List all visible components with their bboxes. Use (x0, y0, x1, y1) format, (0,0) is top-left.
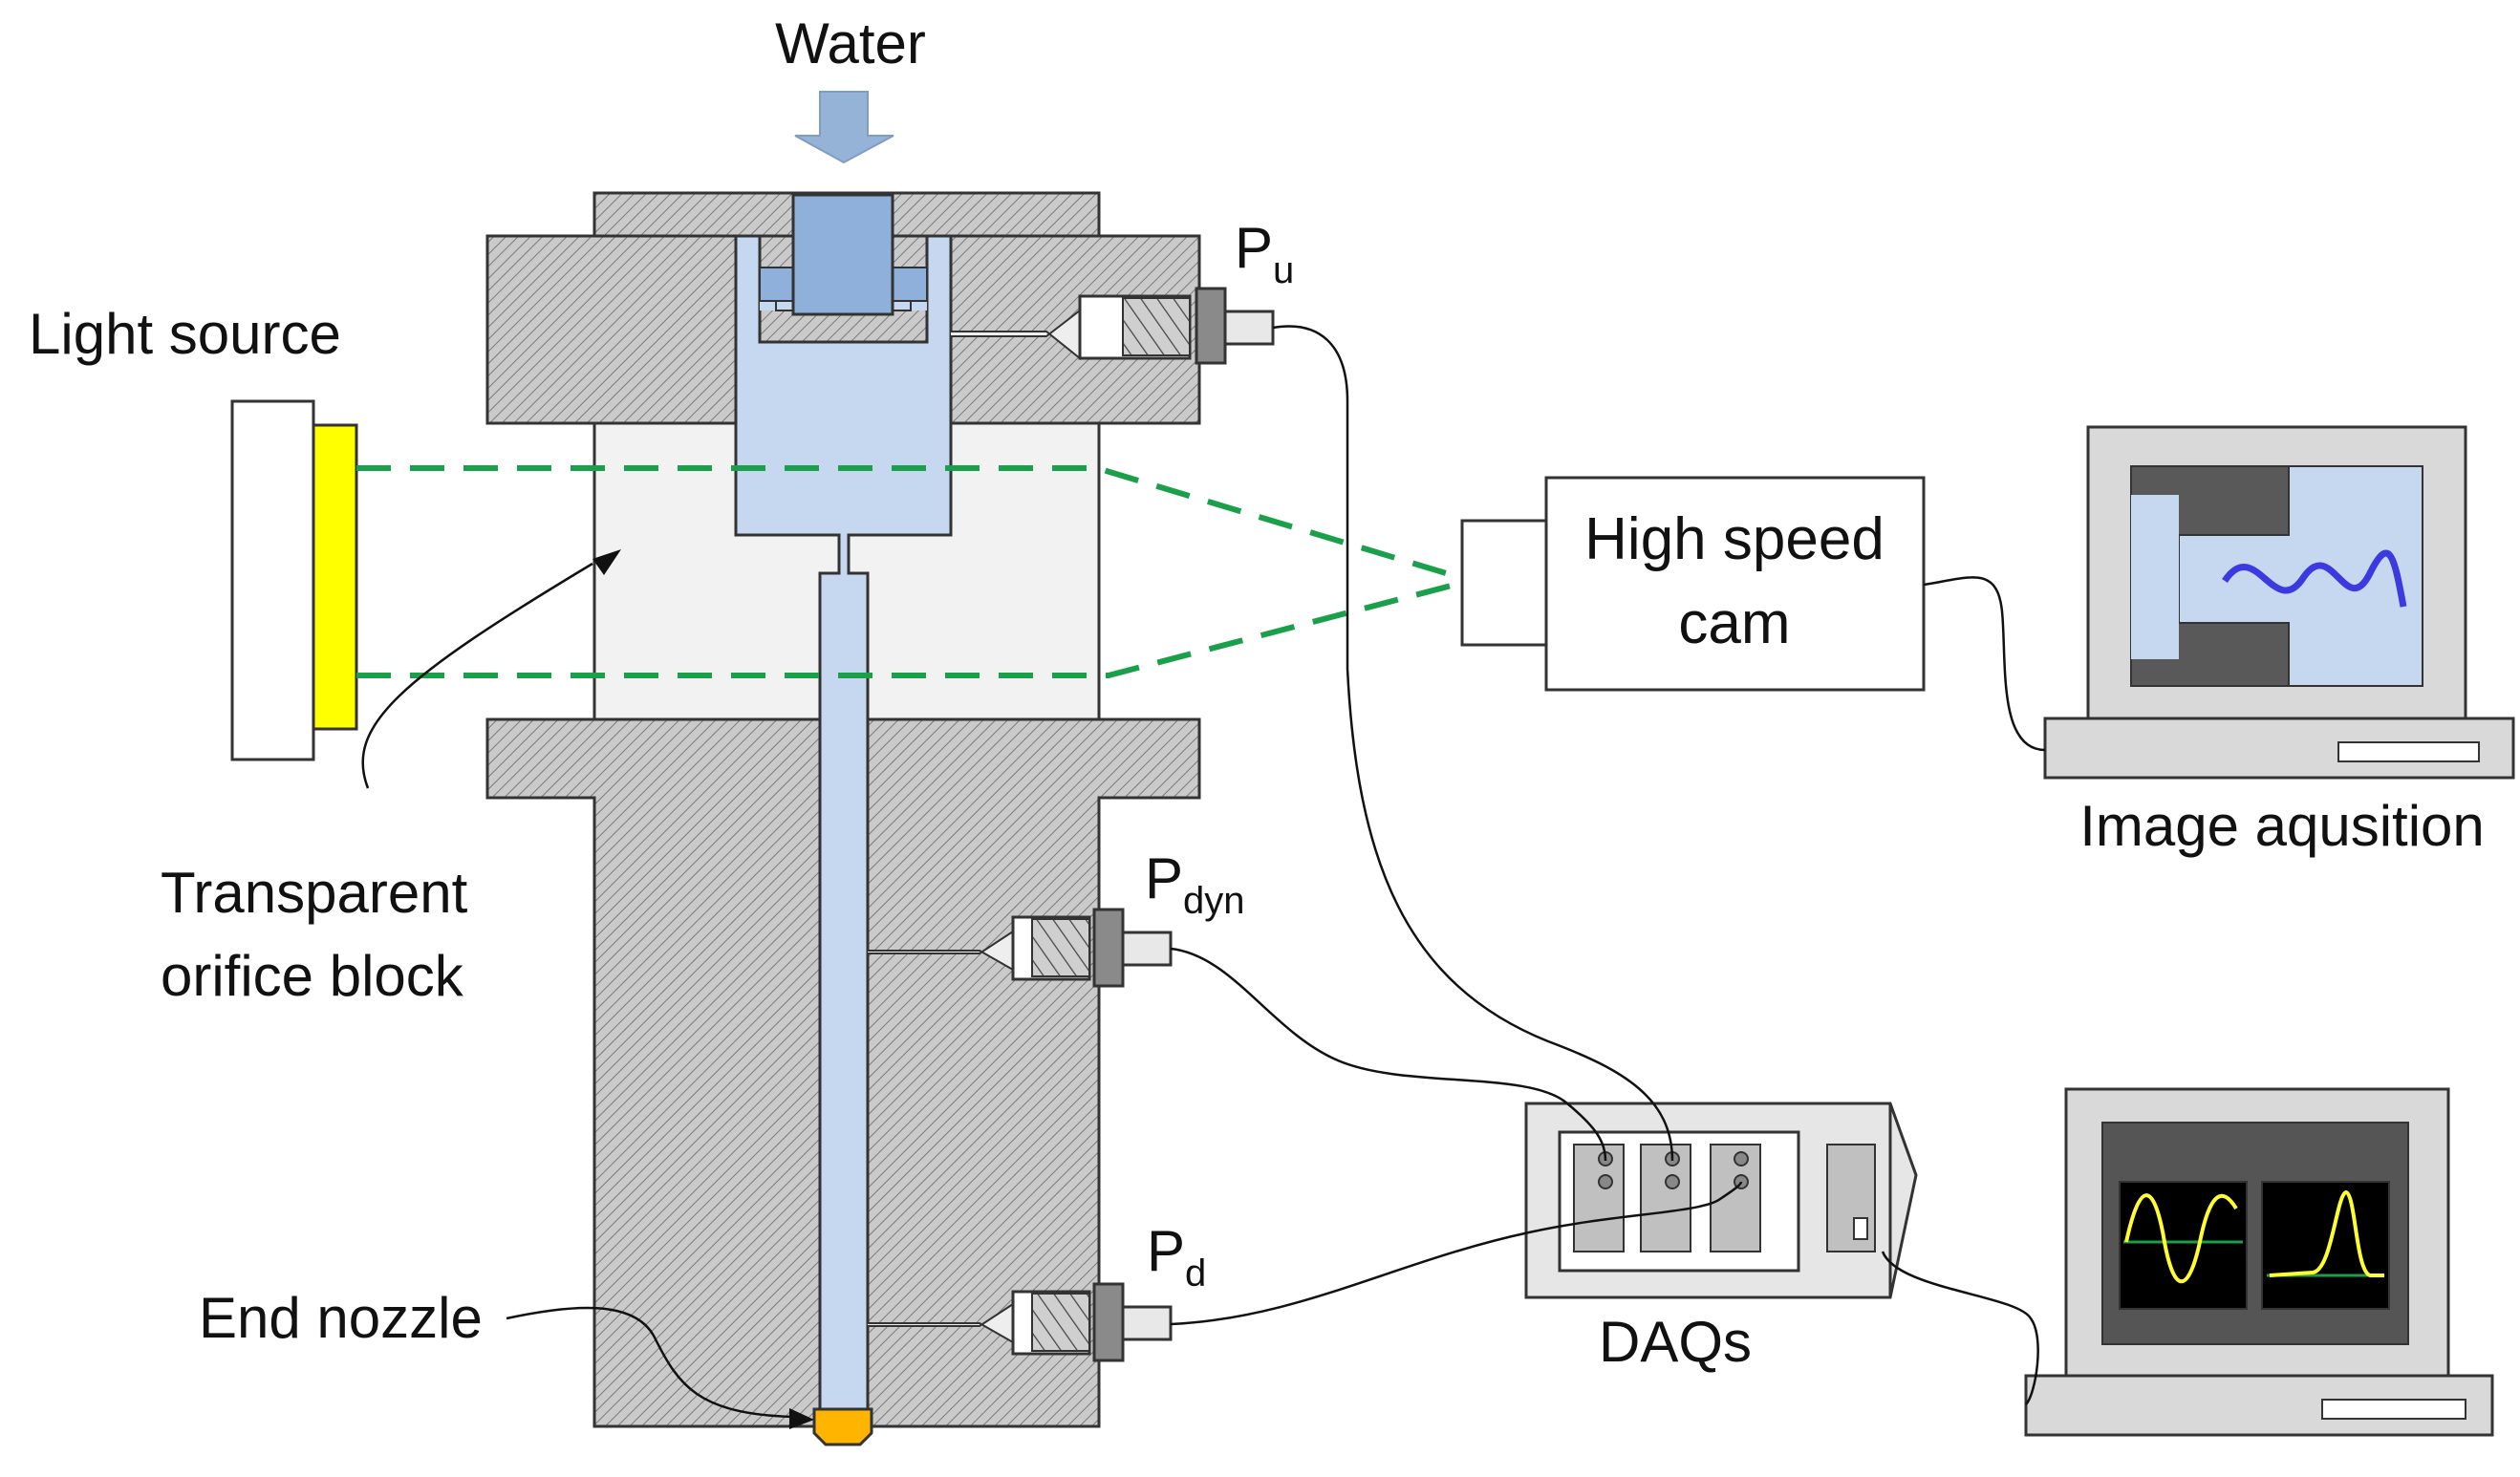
transparent-block-callout (361, 549, 621, 789)
pressure-sensor-downstream (1011, 1282, 1173, 1362)
cables (1170, 325, 2046, 1405)
light-source (230, 399, 358, 761)
pressure-sensor-upstream (1078, 287, 1275, 365)
daqs-label: DAQs (1599, 1310, 1752, 1374)
daq-display-laptop-icon (2024, 1087, 2494, 1437)
daq-unit (1524, 1102, 1918, 1299)
pd-label: Pd (1147, 1219, 1206, 1295)
water-inflow-arrow-icon (794, 91, 894, 164)
daq-channel-2 (1640, 1144, 1691, 1252)
pressure-sensor-dynamic (1011, 908, 1173, 988)
light-path (356, 465, 1463, 678)
camera-label-line2: cam (1678, 590, 1790, 656)
high-speed-camera (1460, 476, 1926, 692)
light-source-label: Light source (29, 302, 341, 366)
pu-label: Pu (1235, 216, 1294, 291)
water-label: Water (775, 11, 926, 75)
camera-label-line1: High speed (1584, 506, 1885, 572)
transparent-block-label-line2: orifice block (161, 944, 464, 1008)
end-nozzle-callout (506, 1306, 814, 1429)
image-acquisition-laptop-icon (2043, 425, 2515, 780)
orifice-assembly (485, 191, 1201, 1446)
end-nozzle-label: End nozzle (199, 1286, 483, 1350)
transparent-block-label-line1: Transparent (161, 861, 468, 925)
end-nozzle (812, 1407, 873, 1446)
daq-channel-3 (1710, 1144, 1761, 1252)
pdyn-label: Pdyn (1145, 846, 1245, 922)
water-chamber (734, 193, 953, 1411)
image-acquisition-label: Image aqusition (2079, 794, 2485, 858)
daq-channel-1 (1573, 1144, 1625, 1252)
